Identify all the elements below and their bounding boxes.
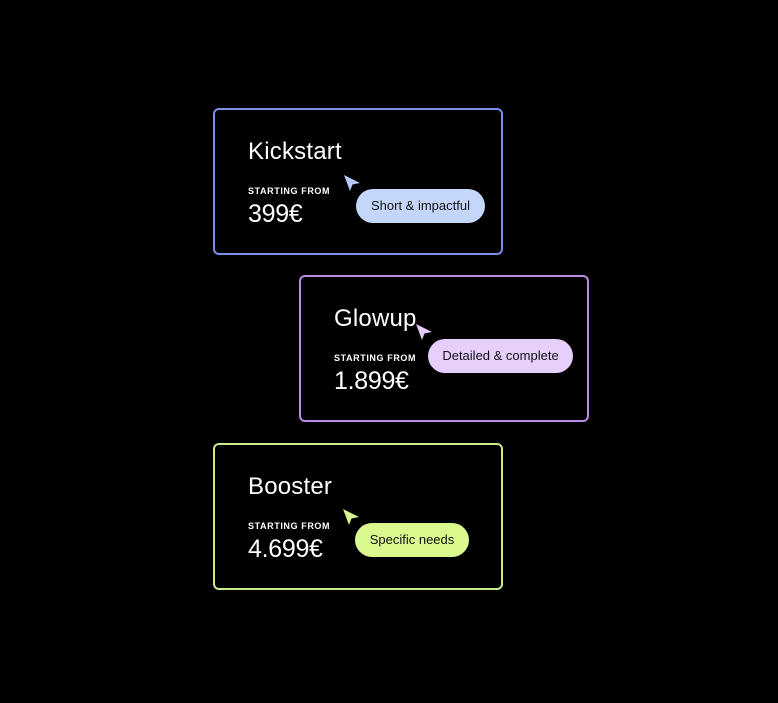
plan-card-glowup[interactable]: Glowup STARTING FROM 1.899€ Detailed & c…	[299, 275, 589, 422]
plan-tag-badge: Specific needs	[355, 523, 469, 557]
plan-title: Booster	[248, 473, 333, 500]
plan-card-kickstart[interactable]: Kickstart STARTING FROM 399€ Short & imp…	[213, 108, 503, 255]
starting-from-label: STARTING FROM	[248, 186, 331, 196]
plan-tag-badge: Short & impactful	[356, 189, 485, 223]
plan-title: Glowup	[334, 305, 417, 332]
plan-tag-badge: Detailed & complete	[428, 339, 573, 373]
starting-from-label: STARTING FROM	[248, 521, 331, 531]
cursor-arrow-icon	[341, 507, 361, 527]
cursor-arrow-icon	[414, 322, 434, 342]
plan-price: 4.699€	[248, 535, 323, 563]
plan-price: 399€	[248, 200, 303, 228]
cursor-arrow-icon	[342, 173, 362, 193]
plan-title: Kickstart	[248, 138, 342, 165]
plan-price: 1.899€	[334, 367, 409, 395]
starting-from-label: STARTING FROM	[334, 353, 417, 363]
plan-card-booster[interactable]: Booster STARTING FROM 4.699€ Specific ne…	[213, 443, 503, 590]
